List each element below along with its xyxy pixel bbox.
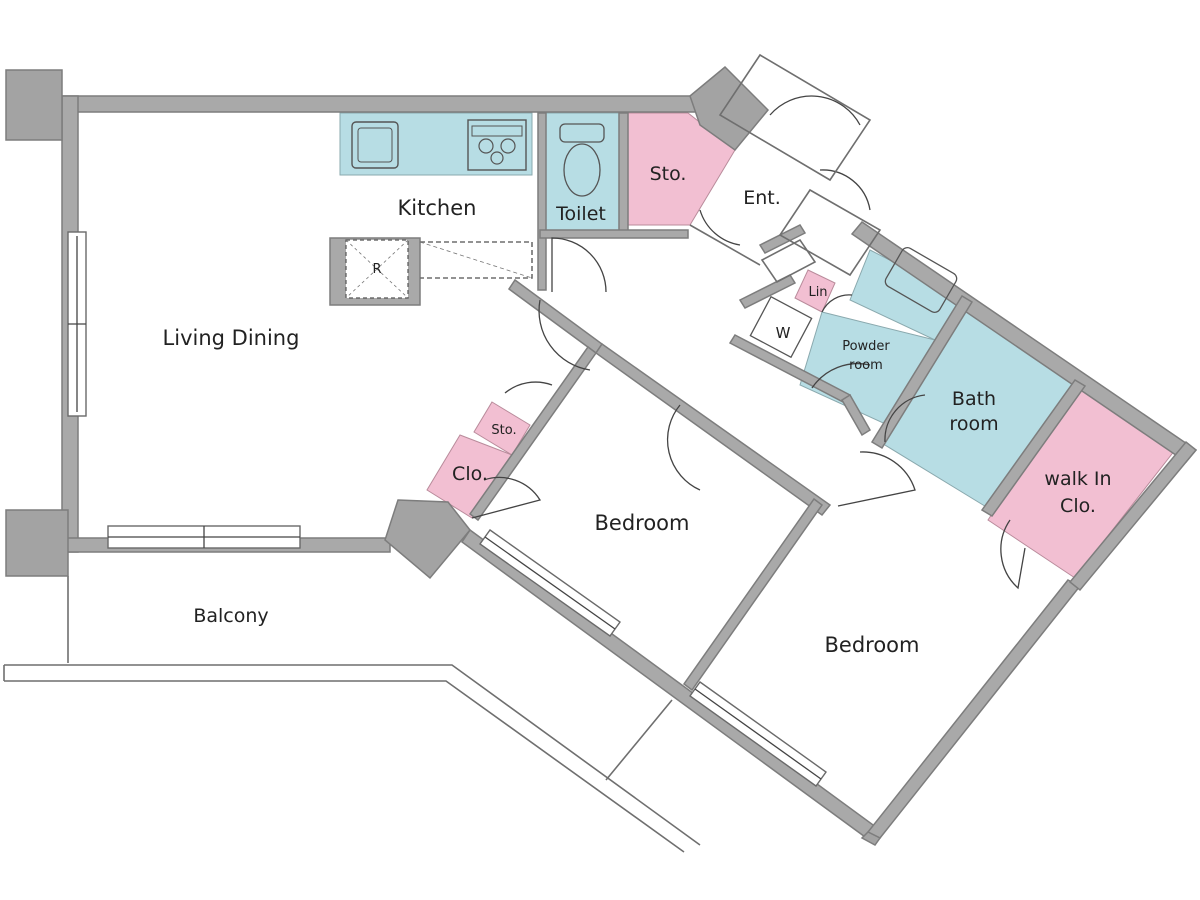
toilet-bowl (563, 143, 601, 197)
powder-room-label-1: Powder (842, 339, 890, 354)
entrance-shoebox (778, 188, 882, 277)
door-bedroom-2 (837, 451, 916, 507)
storage-entry-label: Sto. (650, 163, 687, 185)
kitchen-counter (339, 112, 533, 176)
windows (67, 231, 827, 787)
kitchen-sink (351, 121, 399, 169)
entrance-step (760, 238, 817, 284)
door-entrance-1 (769, 95, 861, 126)
door-powder (811, 362, 871, 389)
balcony-label: Balcony (193, 605, 268, 627)
linen-label: Lin (808, 285, 827, 300)
room-fills (339, 112, 1176, 579)
fixtures: R W (345, 119, 958, 359)
bathroom-label-2: room (949, 413, 998, 435)
door-closet (471, 476, 542, 519)
door-walk-in (1000, 519, 1026, 590)
refrigerator-label: R (372, 262, 381, 277)
walls (5, 65, 1198, 846)
powder-room-label-2: room (849, 358, 883, 373)
toilet-label: Toilet (555, 203, 606, 225)
entrance-porch (718, 53, 872, 182)
kitchen-label: Kitchen (398, 196, 477, 220)
walk-in-closet-label-1: walk In (1044, 468, 1111, 490)
walk-in-closet-label-2: Clo. (1060, 495, 1096, 517)
bathtub (884, 246, 958, 314)
door-bath (884, 394, 926, 443)
door-sto-small (504, 381, 553, 394)
balcony-area (3, 576, 701, 853)
closet-label: Clo. (452, 463, 488, 485)
washer-label: W (776, 324, 791, 342)
small-storage-label: Sto. (491, 423, 516, 438)
washer (749, 295, 813, 359)
door-ld (538, 299, 591, 371)
labels: Kitchen Living Dining Toilet Sto. Ent. L… (163, 163, 1112, 657)
doors (471, 53, 1026, 590)
door-bedroom-1 (666, 404, 701, 491)
door-toilet (551, 237, 607, 293)
bathroom-label-1: Bath (952, 388, 996, 410)
kitchen-stove (467, 119, 527, 171)
kitchen-counter-outline (420, 241, 533, 279)
door-lin (821, 294, 853, 313)
living-dining-label: Living Dining (163, 326, 300, 350)
bedroom-2-label: Bedroom (825, 633, 920, 657)
door-entrance-2 (819, 169, 871, 211)
door-storage-ent (699, 209, 741, 246)
toilet-tank (559, 123, 605, 143)
bedroom-1-label: Bedroom (595, 511, 690, 535)
entrance-label: Ent. (743, 187, 781, 209)
